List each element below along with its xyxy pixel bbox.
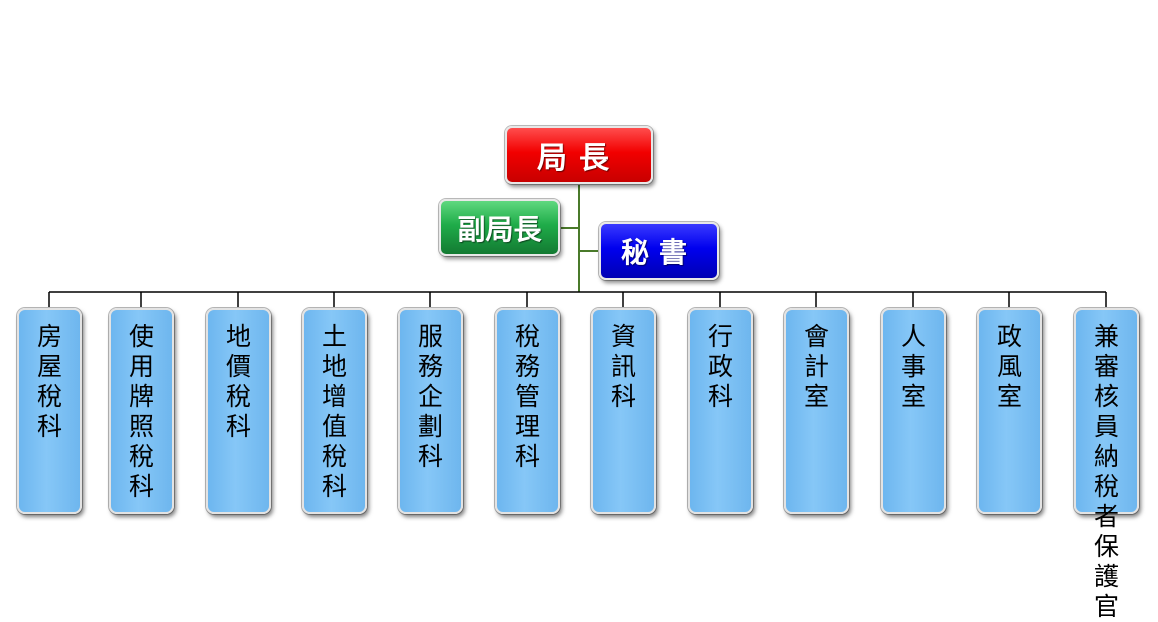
department-box-10: 政風室 [977, 308, 1042, 514]
deputy-director-box: 副局長 [439, 199, 560, 256]
department-box-11: 兼審核員納稅者保護官 [1074, 308, 1139, 621]
secretary-box: 秘書 [599, 222, 719, 280]
director-box: 局長 [505, 126, 653, 184]
director-label: 局長 [537, 141, 621, 176]
department-label: 會計室 [803, 322, 829, 411]
department-label: 房屋稅科 [36, 322, 62, 441]
department-box-4: 服務企劃科 [398, 308, 463, 514]
department-label: 土地增值稅科 [321, 322, 347, 501]
department-label: 稅務管理科 [514, 322, 540, 471]
department-drop-lines [48, 292, 1107, 308]
department-box-0: 房屋稅科 [17, 308, 82, 514]
department-label: 政風室 [996, 322, 1022, 411]
department-box-1: 使用牌照稅科 [109, 308, 174, 514]
department-label: 行政科 [707, 322, 733, 411]
department-label: 使用牌照稅科 [128, 322, 154, 501]
department-box-6: 資訊科 [591, 308, 656, 514]
department-box-2: 地價稅科 [206, 308, 271, 514]
secretary-label: 秘書 [620, 236, 697, 269]
department-label: 地價稅科 [225, 322, 251, 441]
department-label: 資訊科 [610, 322, 636, 411]
department-box-9: 人事室 [881, 308, 946, 514]
department-box-8: 會計室 [784, 308, 849, 514]
department-box-5: 稅務管理科 [495, 308, 560, 514]
department-box-3: 土地增值稅科 [302, 308, 367, 514]
department-label: 兼審核員納稅者保護官 [1093, 322, 1119, 621]
department-label: 人事室 [900, 322, 926, 411]
deputy-director-label: 副局長 [457, 212, 542, 246]
department-label: 服務企劃科 [417, 322, 443, 471]
department-box-7: 行政科 [688, 308, 753, 514]
